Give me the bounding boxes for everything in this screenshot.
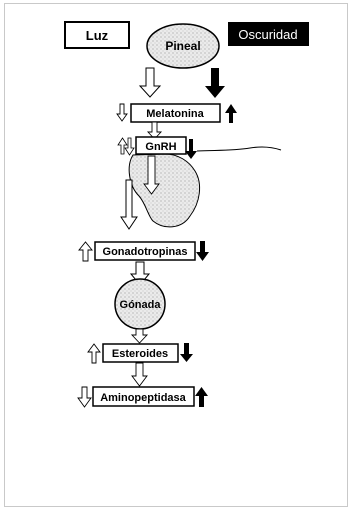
- dark-arrow-icon: [205, 68, 225, 98]
- gnrh-down-icon: [125, 138, 134, 155]
- steroids-up-icon: [88, 344, 100, 363]
- aminopeptidase-up-icon: [195, 387, 208, 407]
- steroids-down-icon: [180, 343, 193, 362]
- pituitary-gland: [129, 154, 199, 227]
- melatonin-down-icon: [117, 104, 127, 121]
- aminopeptidase-label: Aminopeptidasa: [100, 392, 186, 404]
- aminopeptidase-box: Aminopeptidasa: [93, 387, 194, 406]
- steroids-to-aminopeptidase-arrow-icon: [132, 363, 147, 386]
- light-label: Luz: [86, 28, 109, 43]
- hypothalamus-outline: [197, 147, 281, 151]
- melatonin-label: Melatonina: [146, 108, 204, 120]
- gonadotropins-box: Gonadotropinas: [95, 242, 195, 260]
- gonad-to-steroids-arrow-icon: [132, 329, 147, 343]
- melatonin-box: Melatonina: [131, 104, 220, 122]
- aminopeptidase-down-icon: [78, 387, 91, 407]
- dark-label: Oscuridad: [238, 27, 297, 42]
- gnrh-decrease-icon: [185, 139, 197, 159]
- gonad: Gónada: [115, 279, 165, 329]
- melatonin-up-icon: [225, 104, 237, 123]
- gonadotropins-down-icon: [196, 241, 209, 261]
- gonadotropins-up-icon: [79, 242, 92, 261]
- gnrh-box: GnRH: [136, 137, 186, 154]
- light-box: Luz: [65, 22, 129, 48]
- pineal-gland: Pineal: [147, 24, 219, 68]
- steroids-box: Esteroides: [103, 344, 178, 362]
- gonad-label: Gónada: [120, 299, 162, 311]
- dark-box: Oscuridad: [228, 22, 309, 46]
- gonadotropins-label: Gonadotropinas: [103, 246, 188, 258]
- gnrh-label: GnRH: [145, 141, 176, 153]
- steroids-label: Esteroides: [112, 348, 168, 360]
- gnrh-up-icon: [118, 138, 127, 154]
- pineal-label: Pineal: [165, 39, 200, 53]
- light-arrow-icon: [140, 68, 160, 97]
